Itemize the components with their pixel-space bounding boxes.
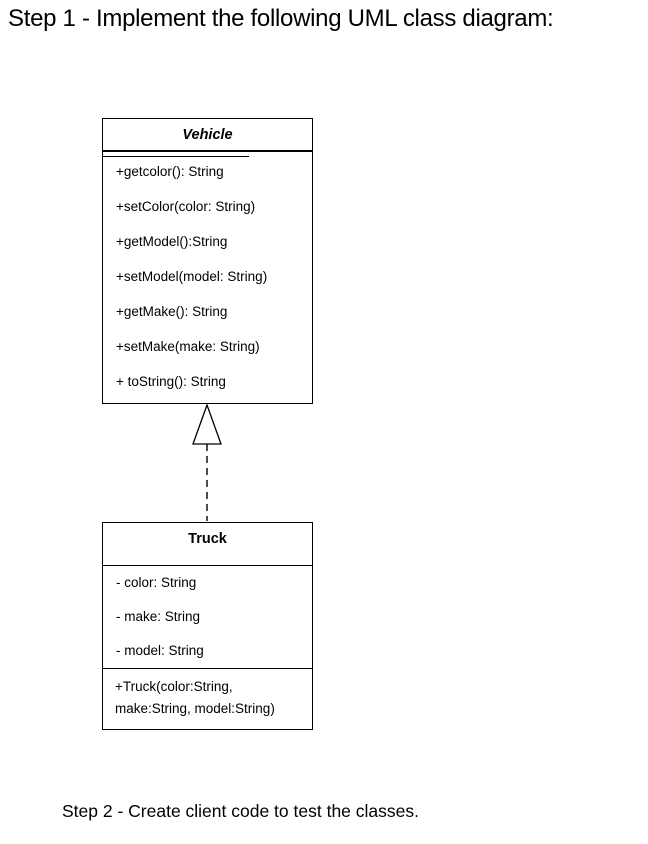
truck-attribute: - color: String <box>116 575 197 590</box>
truck-attribute: - model: String <box>116 643 204 658</box>
truck-attribute: - make: String <box>116 609 201 624</box>
vehicle-methods-compartment: +getcolor(): String +setColor(color: Str… <box>103 154 312 399</box>
truck-class-name: Truck <box>103 523 312 566</box>
vehicle-class-name: Vehicle <box>103 119 312 152</box>
vehicle-method: +getModel():String <box>116 234 228 249</box>
inheritance-triangle-icon <box>192 404 222 445</box>
vehicle-title-underline <box>103 156 249 157</box>
truck-class-box: Truck - color: String - make: String - m… <box>102 522 313 730</box>
realization-arrow <box>192 404 222 521</box>
step1-heading: Step 1 - Implement the following UML cla… <box>8 5 554 32</box>
truck-constructor-compartment: +Truck(color:String, make:String, model:… <box>103 669 312 720</box>
vehicle-method: +setColor(color: String) <box>116 199 256 214</box>
vehicle-class-box: Vehicle +getcolor(): String +setColor(co… <box>102 118 313 404</box>
truck-constructor-line: make:String, model:String) <box>115 701 275 716</box>
truck-attributes-compartment: - color: String - make: String - model: … <box>103 566 312 669</box>
vehicle-method: +setModel(model: String) <box>116 269 268 284</box>
truck-constructor-line: +Truck(color:String, <box>115 679 233 694</box>
vehicle-method: +getMake(): String <box>116 304 228 319</box>
step2-text: Step 2 - Create client code to test the … <box>62 801 419 821</box>
vehicle-method: +setMake(make: String) <box>116 339 260 354</box>
vehicle-method: + toString(): String <box>116 374 226 389</box>
vehicle-method: +getcolor(): String <box>116 164 224 179</box>
